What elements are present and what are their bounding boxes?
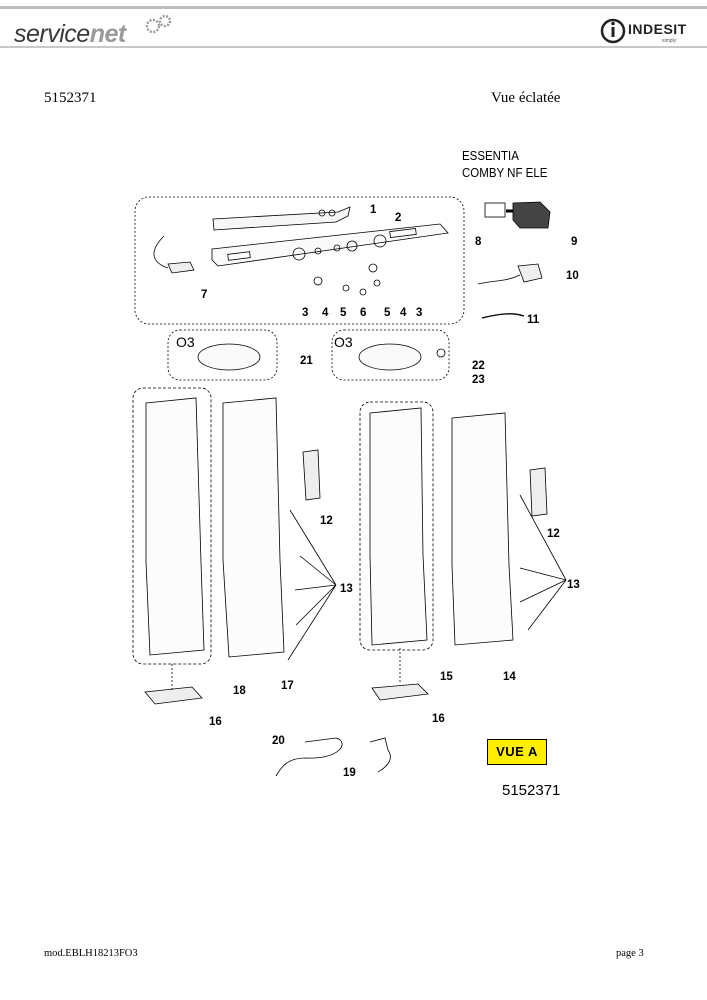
callout-3-b: 3	[416, 307, 422, 319]
callout-15: 15	[440, 671, 453, 683]
callout-18: 18	[233, 685, 246, 697]
callout-16-left: 16	[209, 716, 222, 728]
lamp-inset-left	[167, 329, 278, 381]
indesit-emblem-icon	[600, 18, 626, 44]
hinge-16-right	[371, 683, 429, 701]
header-rule	[0, 6, 707, 9]
cover-12-left	[302, 449, 321, 501]
footer-page-number: page 3	[616, 948, 644, 959]
callout-16-right: 16	[432, 713, 445, 725]
callout-9: 9	[571, 236, 577, 248]
knob-3-right	[368, 263, 378, 273]
knob-3-left	[313, 276, 323, 286]
callout-4-b: 4	[400, 307, 407, 319]
control-panel-group-outline	[134, 196, 465, 325]
sensor-part	[167, 261, 195, 274]
door-group-15-outline	[359, 401, 434, 651]
callout-1: 1	[370, 204, 377, 216]
callout-4-a: 4	[322, 307, 329, 319]
callout-22: 22	[472, 360, 485, 372]
callout-12-left: 12	[320, 515, 333, 527]
door-panel-17	[222, 397, 285, 658]
callout-23: 23	[472, 374, 485, 386]
footer-model-code: mod.EBLH18213FO3	[44, 948, 138, 959]
callout-10: 10	[566, 270, 579, 282]
door-panel-15	[369, 407, 428, 646]
cable-19	[369, 737, 391, 773]
bulb-22	[436, 348, 446, 358]
door-group-18-outline	[132, 387, 212, 665]
servicenet-logo: servicenet	[14, 20, 126, 48]
model-name: ESSENTIA COMBY NF ELE	[462, 149, 548, 180]
hinge-16-left	[144, 686, 203, 705]
cover-12-right	[529, 467, 548, 517]
part-number: 5152371	[44, 90, 97, 106]
callout-13-left: 13	[340, 583, 353, 595]
callout-19: 19	[343, 767, 356, 779]
control-board	[212, 206, 351, 231]
callout-21: 21	[300, 355, 313, 367]
gears-icon	[145, 14, 172, 34]
callout-5-a: 5	[340, 307, 347, 319]
cable-10	[477, 274, 521, 285]
callout-20: 20	[272, 735, 285, 747]
power-cable-20	[275, 737, 343, 777]
connector-part-8	[484, 202, 506, 218]
callout-14: 14	[503, 671, 516, 683]
view-badge: VUE A	[487, 739, 547, 765]
door-panel-18	[145, 397, 205, 656]
callout-13-right: 13	[567, 579, 580, 591]
inset-mark-left: O3	[176, 334, 195, 350]
callout-12-right: 12	[547, 528, 560, 540]
sensor-cable	[153, 235, 169, 269]
callout-2: 2	[395, 212, 401, 224]
callout-5-b: 5	[384, 307, 391, 319]
callout-6: 6	[360, 307, 366, 319]
lamp-inset-right	[331, 329, 450, 381]
control-panel-strip	[211, 223, 449, 267]
wire-11	[481, 313, 525, 319]
connector-part-9	[512, 201, 551, 229]
view-title: Vue éclatée	[491, 90, 561, 106]
indesit-logo: INDESIT simply	[600, 18, 692, 48]
callout-17: 17	[281, 680, 294, 692]
door-panel-14	[451, 412, 514, 646]
inset-mark-right: O3	[334, 334, 353, 350]
header-rule-bottom	[0, 46, 707, 48]
callout-11: 11	[527, 314, 540, 326]
callout-3-a: 3	[302, 307, 308, 319]
callout-8: 8	[475, 236, 482, 248]
badge-code: 5152371	[502, 782, 561, 799]
callout-7: 7	[201, 289, 207, 301]
